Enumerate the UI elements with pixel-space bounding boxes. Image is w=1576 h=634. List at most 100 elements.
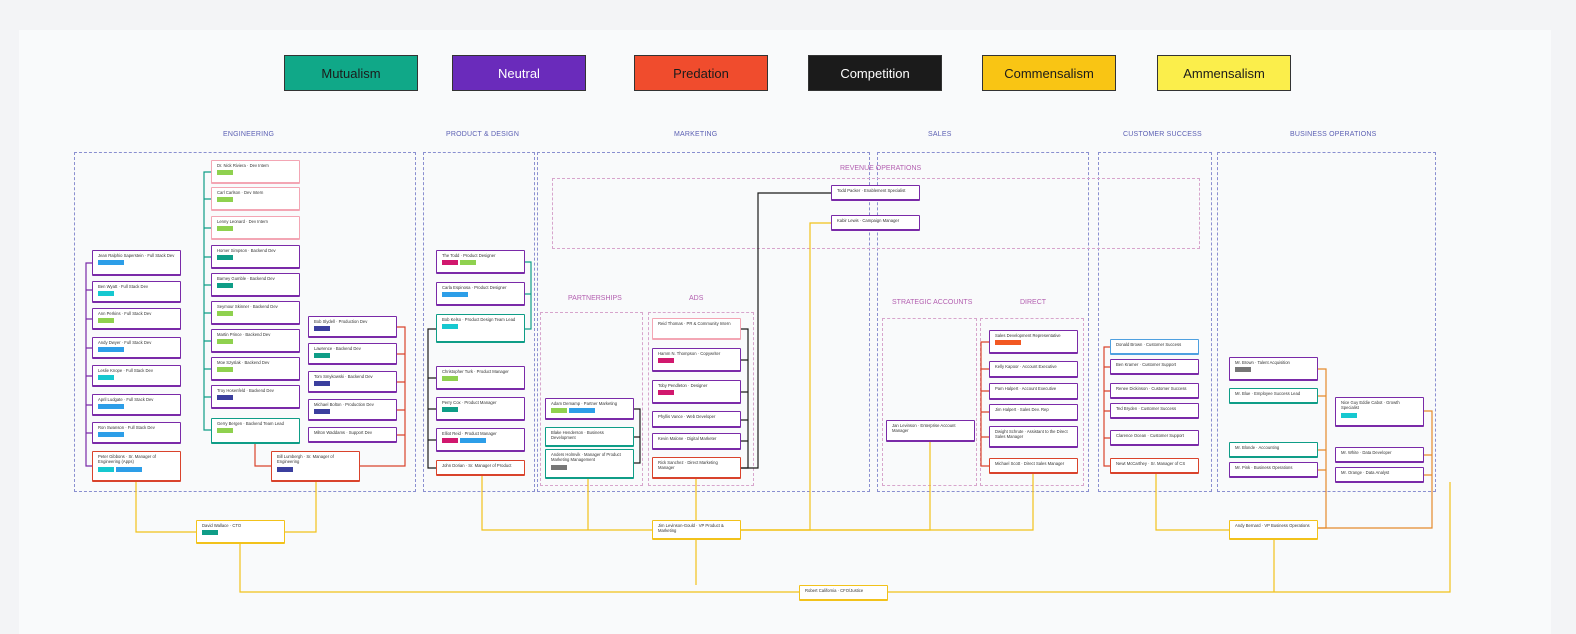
org-card-sa1[interactable]: Jan Levinson · Enterprise Account Manage… <box>886 420 975 442</box>
org-card-e7[interactable]: Ron Swanson · Full Stack Dev <box>92 422 181 444</box>
card-tags <box>98 404 175 410</box>
org-card-rv2[interactable]: Kabir Lewis · Campaign Manager <box>831 215 920 231</box>
card-tags <box>551 464 628 470</box>
card-title: Renee Dickinson · Customer Success <box>1116 386 1187 391</box>
org-card-i3[interactable]: Lenny Leonard · Dev Intern <box>211 216 300 240</box>
card-title: Newt McCarthey · Sr. Manager of CS <box>1116 461 1186 466</box>
org-card-o5[interactable]: Nice Guy Eddie Cabot · Growth Specialist <box>1335 397 1424 427</box>
subgroup-direct: DIRECT <box>1020 299 1047 306</box>
org-card-i1[interactable]: Dr. Nick Riviera · Dev Intern <box>211 160 300 184</box>
org-card-s3[interactable]: Pam Halpert · Account Executive <box>989 383 1078 400</box>
card-tags <box>442 376 519 382</box>
org-card-m1[interactable]: David Wallace · CTO <box>196 520 285 544</box>
org-card-p3[interactable]: Tom Smykowski · Backend Dev <box>308 371 397 393</box>
org-card-p5[interactable]: Milton Waddams · Support Dev <box>308 427 397 443</box>
org-card-e1[interactable]: Jean Ralphio Saperstein · Full Stack Dev <box>92 250 181 276</box>
org-card-i2[interactable]: Carl Carlson · Dev Intern <box>211 187 300 211</box>
org-card-e4[interactable]: Andy Dwyer · Full Stack Dev <box>92 337 181 359</box>
org-card-cs1[interactable]: Donald Brown · Customer Success <box>1110 339 1199 355</box>
org-card-p4[interactable]: Michael Bolton · Production Dev <box>308 399 397 421</box>
subgroup-strategic-accounts: STRATEGIC ACCOUNTS <box>892 299 973 306</box>
org-card-e2[interactable]: Ben Wyatt · Full Stack Dev <box>92 281 181 303</box>
org-card-d7[interactable]: John Dorian · Sr. Manager of Product <box>436 460 525 476</box>
org-card-s4[interactable]: Jim Halpert · Sales Dev. Rep <box>989 404 1078 421</box>
card-tags <box>442 260 519 266</box>
org-card-cs4[interactable]: Ted Bryden · Customer Success <box>1110 403 1199 419</box>
org-card-o6[interactable]: Mr. White · Data Developer <box>1335 447 1424 463</box>
org-card-m2[interactable]: Jim Levinson-Gould · VP Product & Market… <box>652 520 741 540</box>
org-card-d5[interactable]: Perry Cox · Product Manager <box>436 397 525 421</box>
org-card-p1[interactable]: Bob Slydell · Production Dev <box>308 316 397 338</box>
org-card-b7[interactable]: Gerry Bergen · Backend Team Lead <box>211 418 300 444</box>
org-card-b1[interactable]: Homer Simpson · Backend Dev <box>211 245 300 269</box>
org-card-p2[interactable]: Lawrence · Backend Dev <box>308 343 397 365</box>
org-card-pt3[interactable]: Anders Holmvik · Manager of Product Mark… <box>545 449 634 479</box>
org-card-bl[interactable]: Bill Lumbergh · Sr. Manager of Engineeri… <box>271 451 360 482</box>
org-card-e8[interactable]: Peter Gibbons · Sr. Manager of Engineeri… <box>92 451 181 482</box>
connector <box>481 476 652 531</box>
org-card-s5[interactable]: Dwight Schrute · Assistant to the Direct… <box>989 426 1078 448</box>
org-card-s6[interactable]: Michael Scott · Direct Sales Manager <box>989 458 1078 474</box>
org-card-e6[interactable]: April Ludgate · Full Stack Dev <box>92 394 181 416</box>
zone-sales <box>877 152 1089 492</box>
org-card-d3[interactable]: Bob Kelso · Product Design Team Lead <box>436 314 525 343</box>
org-card-o2[interactable]: Mr. Blue · Employee Success Lead <box>1229 388 1318 404</box>
org-card-a2[interactable]: Hamm N. Thompson · Copywriter <box>652 348 741 372</box>
card-title: Robert California · CFO/Justice <box>805 588 864 593</box>
org-card-o4[interactable]: Mr. Pink · Business Operations <box>1229 462 1318 478</box>
org-card-b2[interactable]: Barney Gumble · Backend Dev <box>211 273 300 297</box>
org-card-s2[interactable]: Kelly Kapoor · Account Executive <box>989 361 1078 378</box>
org-card-rv1[interactable]: Todd Packer · Enablement Specialist <box>831 185 920 201</box>
legend-commensalism[interactable]: Commensalism <box>982 55 1116 91</box>
org-card-a4[interactable]: Phyllis Vance · Web Developer <box>652 411 741 428</box>
org-card-cs6[interactable]: Newt McCarthey · Sr. Manager of CS <box>1110 458 1199 474</box>
org-card-b4[interactable]: Martin Prince · Backend Dev <box>211 329 300 353</box>
org-card-e3[interactable]: Ann Perkins · Full Stack Dev <box>92 308 181 330</box>
org-card-cs5[interactable]: Clarence Ocean · Customer Support <box>1110 430 1199 446</box>
tag-sky <box>460 438 486 444</box>
org-card-cs2[interactable]: Ben Kramer · Customer Support <box>1110 359 1199 375</box>
org-card-m3[interactable]: Andy Bernard · VP Business Operations <box>1229 520 1318 540</box>
org-card-cs3[interactable]: Renee Dickinson · Customer Success <box>1110 383 1199 399</box>
legend-label: Mutualism <box>321 65 381 81</box>
tag-green <box>217 339 233 345</box>
org-card-o7[interactable]: Mr. Orange · Data Analyst <box>1335 467 1424 483</box>
org-card-m4[interactable]: Robert California · CFO/Justice <box>799 585 888 601</box>
card-title: Hamm N. Thompson · Copywriter <box>658 351 721 356</box>
card-title: Mr. Blue · Employee Success Lead <box>1235 391 1301 396</box>
org-card-a3[interactable]: Toby Pendleton · Designer <box>652 380 741 404</box>
tag-grey <box>551 464 567 470</box>
org-card-o3[interactable]: Mr. Blonde · Accounting <box>1229 442 1318 458</box>
org-card-d6[interactable]: Elliot Reid · Product Manager <box>436 428 525 452</box>
card-tags <box>217 395 294 401</box>
card-title: Donald Brown · Customer Success <box>1116 342 1182 347</box>
legend-label: Commensalism <box>1004 65 1094 81</box>
legend-predation[interactable]: Predation <box>634 55 768 91</box>
card-tags <box>442 324 519 330</box>
legend-competition[interactable]: Competition <box>808 55 942 91</box>
org-card-pt2[interactable]: Blake Henderson · Business Development <box>545 427 634 447</box>
org-card-a5[interactable]: Kevin Malone · Digital Marketer <box>652 433 741 450</box>
org-card-b3[interactable]: Seymour Skinner · Backend Dev <box>211 301 300 325</box>
card-tags <box>551 408 628 414</box>
legend-amensalism[interactable]: Ammensalism <box>1157 55 1291 91</box>
card-title: Kabir Lewis · Campaign Manager <box>837 218 900 223</box>
card-tags <box>658 390 735 396</box>
org-card-s1[interactable]: Sales Development Representative <box>989 330 1078 354</box>
card-title: Sales Development Representative <box>995 333 1061 338</box>
tag-green <box>98 318 114 324</box>
legend-neutral[interactable]: Neutral <box>452 55 586 91</box>
org-card-b5[interactable]: Moe Szyslak · Backend Dev <box>211 357 300 381</box>
org-card-a1[interactable]: Reid Thomas · PR & Community Intern <box>652 318 741 340</box>
org-card-pt1[interactable]: Adam Demamp · Partner Marketing <box>545 398 634 420</box>
org-card-d1[interactable]: The Todd · Product Designer <box>436 250 525 274</box>
org-card-o1[interactable]: Mr. Brown · Talent Acquisition <box>1229 357 1318 381</box>
org-card-e5[interactable]: Leslie Knope · Full Stack Dev <box>92 365 181 387</box>
org-card-d2[interactable]: Carla Espinosa · Product Designer <box>436 282 525 306</box>
org-card-d4[interactable]: Christopher Turk · Product Manager <box>436 366 525 390</box>
org-card-b6[interactable]: Troy Hosenfeld · Backend Dev <box>211 385 300 409</box>
legend-mutualism[interactable]: Mutualism <box>284 55 418 91</box>
connector <box>203 171 211 431</box>
org-card-a6[interactable]: Rick Sanchez · Direct Marketing Manager <box>652 457 741 479</box>
connector <box>360 326 406 467</box>
